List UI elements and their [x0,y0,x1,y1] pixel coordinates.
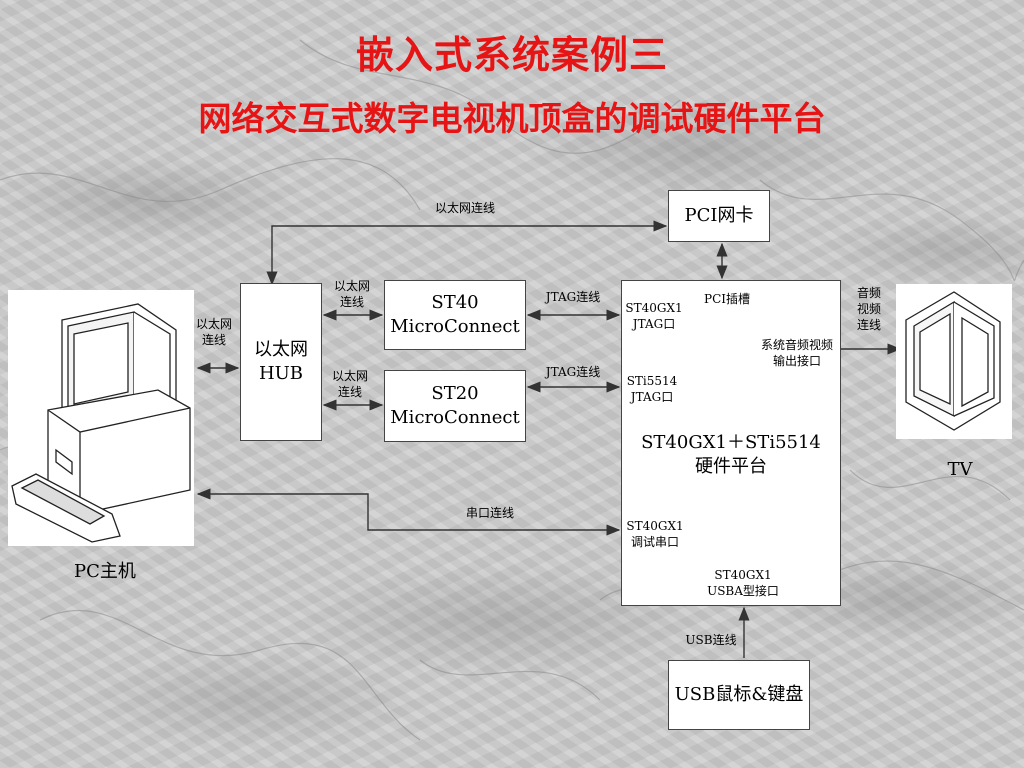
av-output-port-label: 系统音频视频 输出接口 [754,337,840,369]
st40-jtag-port-line1: ST40GX1 [625,301,683,315]
av-edge-label-line3: 连线 [856,318,881,332]
av-output-port-line1: 系统音频视频 [760,338,833,352]
st40-jtag-port-line2: JTAG口 [632,317,676,331]
platform-title: ST40GX1＋STi5514 硬件平台 [622,431,840,479]
st40-microconnect-box: ST40 MicroConnect [384,280,526,350]
tv-image-box [896,284,1012,439]
hub-st20-edge-label-line1: 以太网 [331,369,368,383]
sti-jtag-port-line2: JTAG口 [630,390,674,404]
st40-label-line1: ST40 [431,292,479,313]
pc-hub-edge-label-line1: 以太网 [195,317,232,331]
usb-edge-label: USB连线 [685,633,737,647]
page-subtitle: 网络交互式数字电视机顶盒的调试硬件平台 [198,99,826,138]
pc-hub-edge-label-line2: 连线 [201,333,226,347]
hub-label-line1: 以太网 [254,339,308,360]
serial-port-line1: ST40GX1 [626,519,684,533]
hub-st20-edge-label-line2: 连线 [337,385,362,399]
st40-label-line2: MicroConnect [390,316,520,337]
usb-port-label: ST40GX1 USBA型接口 [702,567,784,599]
pc-computer-icon [11,303,191,543]
serial-edge-label: 串口连线 [465,506,514,520]
pc-label: PC主机 [74,561,136,582]
pci-nic-box: PCI网卡 [668,190,770,242]
hub-st40-edge-label: 以太网 连线 [326,278,378,310]
platform-title-line2: 硬件平台 [695,456,767,477]
serial-port-label: ST40GX1 调试串口 [624,518,686,550]
av-edge-label-line1: 音频 [856,286,881,300]
pc-image-box [8,290,194,546]
page-title: 嵌入式系统案例三 [355,33,668,77]
tv-label: TV [947,459,973,480]
st20-microconnect-box: ST20 MicroConnect [384,370,526,442]
av-output-port-line2: 输出接口 [772,354,821,368]
pc-hub-edge-label: 以太网 连线 [188,316,240,348]
hub-box: 以太网 HUB [240,283,322,441]
av-edge-label: 音频 视频 连线 [848,285,890,333]
st20-label-line2: MicroConnect [390,407,520,428]
hub-st40-edge-label-line1: 以太网 [333,279,370,293]
eth-top-line [266,220,668,286]
hub-label-line2: HUB [258,363,304,384]
sti-jtag-port-line1: STi5514 [626,374,678,388]
usb-mouse-keyboard-box: USB鼠标&键盘 [668,660,810,730]
platform-title-line1: ST40GX1＋STi5514 [641,432,821,453]
serial-port-line2: 调试串口 [630,535,679,549]
hub-st20-edge-label: 以太网 连线 [324,368,376,400]
hardware-platform-box: PCI插槽 ST40GX1 JTAG口 STi5514 JTAG口 系统音频视频… [621,280,841,606]
serial-line [196,488,621,536]
av-edge-label-line2: 视频 [856,302,881,316]
st40-jtag-port-label: ST40GX1 JTAG口 [624,300,684,332]
pci-slot-label: PCI插槽 [704,292,750,306]
st20-label-line1: ST20 [431,383,479,404]
eth-top-edge-label: 以太网连线 [434,201,495,215]
jtag2-edge-label: JTAG连线 [545,365,601,379]
hub-st40-edge-label-line2: 连线 [339,295,364,309]
usb-port-line1: ST40GX1 [714,568,772,582]
jtag1-edge-label: JTAG连线 [545,290,601,304]
tv-icon [905,291,1001,431]
usb-port-line2: USBA型接口 [707,584,779,598]
sti-jtag-port-label: STi5514 JTAG口 [624,373,680,405]
